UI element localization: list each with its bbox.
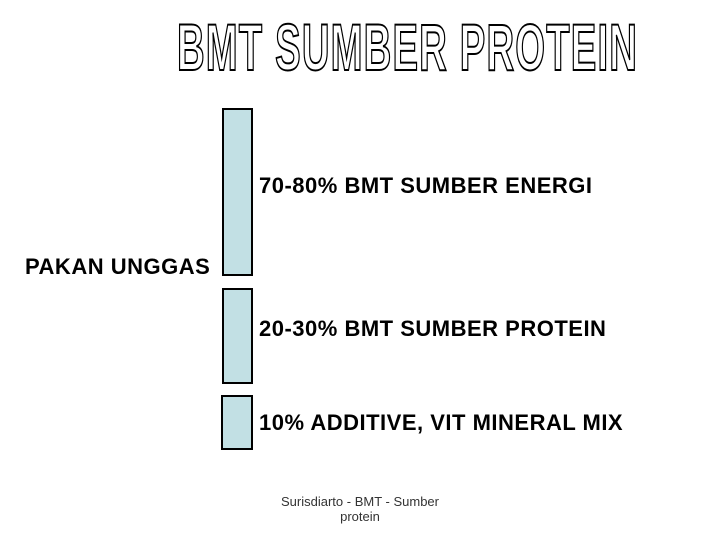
- bar-sumber-protein: [222, 288, 253, 384]
- footer-credit-line1: Surisdiarto - BMT - Sumber: [281, 494, 439, 509]
- slide-title-text: BMT SUMBER PROTEIN: [176, 10, 639, 84]
- bar-sumber-energi: [222, 108, 253, 276]
- pakan-unggas-label: PAKAN UNGGAS: [25, 254, 211, 279]
- bar-additive-mix: [221, 395, 253, 450]
- bar-label-sumber-energi: 70-80% BMT SUMBER ENERGI: [259, 173, 593, 198]
- bar-label-additive-mix: 10% ADDITIVE, VIT MINERAL MIX: [259, 410, 624, 435]
- bar-label-sumber-protein: 20-30% BMT SUMBER PROTEIN: [259, 316, 607, 341]
- footer-credit-line2: protein: [340, 509, 380, 524]
- slide-title: BMT SUMBER PROTEIN: [10, 10, 720, 84]
- footer-credit: Surisdiarto - BMT - Sumber protein: [0, 494, 720, 524]
